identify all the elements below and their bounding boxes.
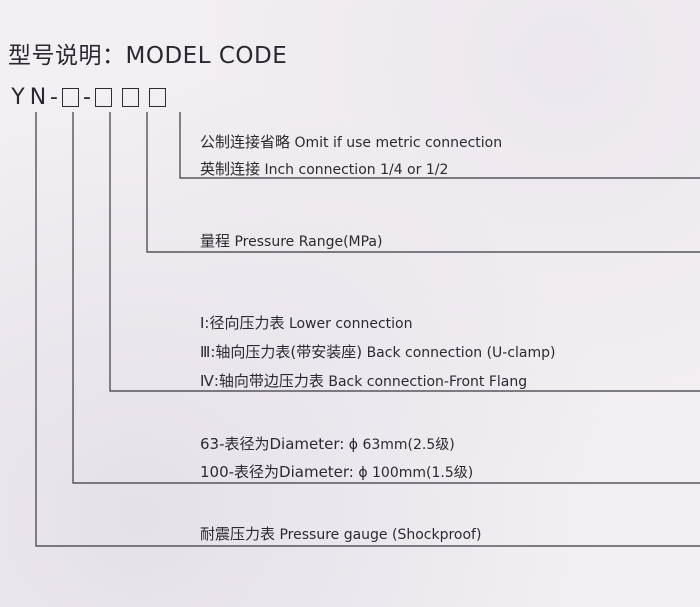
model-code-pattern: Y N - - — [8, 84, 168, 110]
code-dash-2: - — [83, 84, 91, 110]
leader-line-pressure-range — [146, 112, 700, 253]
desc-front-flange: Ⅳ:轴向带边压力表 Back connection-Front Flang — [200, 372, 528, 390]
leader-line-thread — [179, 112, 700, 179]
desc-diameter-100: 100-表径为Diameter: ϕ 100mm(1.5级) — [200, 463, 474, 481]
code-box-pressure-range — [122, 87, 139, 107]
leader-line-diameter — [72, 112, 700, 484]
code-box-connection-type — [95, 87, 112, 107]
desc-pressure-range: 量程 Pressure Range(MPa) — [200, 232, 383, 250]
code-dash-1: - — [50, 84, 58, 110]
desc-lower-connection: Ⅰ:径向压力表 Lower connection — [200, 314, 413, 332]
desc-shockproof-gauge: 耐震压力表 Pressure gauge (Shockproof) — [200, 525, 482, 543]
desc-diameter-63: 63-表径为Diameter: ϕ 63mm(2.5级) — [200, 435, 455, 453]
code-box-diameter — [62, 87, 79, 107]
code-letter-n: N — [29, 84, 47, 110]
desc-back-connection: Ⅲ:轴向压力表(带安装座) Back connection (U-clamp) — [200, 343, 556, 361]
desc-inch-connection: 英制连接 Inch connection 1/4 or 1/2 — [200, 160, 449, 178]
code-letter-y: Y — [11, 84, 25, 110]
page-title: 型号说明：MODEL CODE — [8, 43, 288, 69]
leader-line-product-type — [35, 112, 700, 547]
desc-metric-connection: 公制连接省略 Omit if use metric connection — [200, 133, 503, 151]
leader-line-connection-type — [109, 112, 700, 392]
code-box-thread — [149, 87, 166, 107]
